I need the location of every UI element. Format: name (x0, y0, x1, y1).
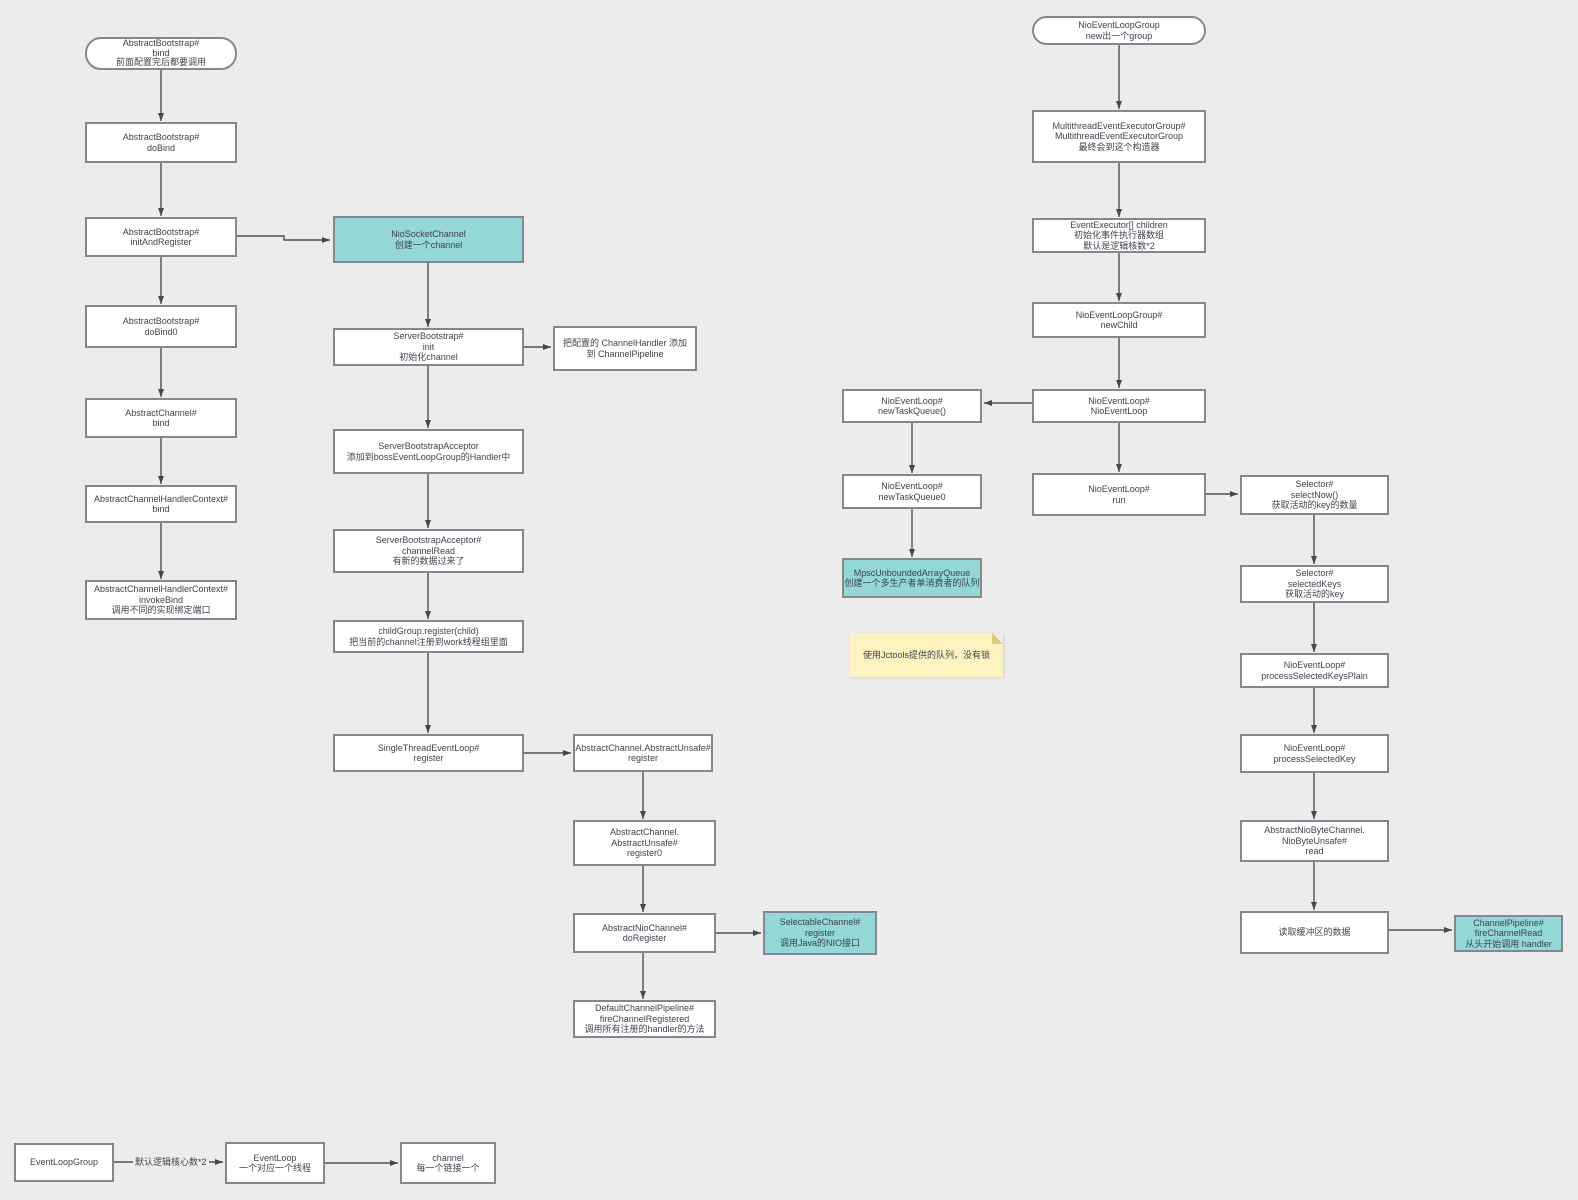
node-selector-selectedkeys: Selector# selectedKeys 获取活动的key (1240, 565, 1389, 603)
node-eventloopgroup: EventLoopGroup (14, 1143, 114, 1182)
node-abstractchannel-abstractunsafe-register0: AbstractChannel. AbstractUnsafe# registe… (573, 820, 716, 866)
node-abstractniobytechannel-read: AbstractNioByteChannel. NioByteUnsafe# r… (1240, 820, 1389, 862)
note-fold-corner (992, 633, 1003, 644)
node-defaultchannelpipeline-firechannelregistered: DefaultChannelPipeline# fireChannelRegis… (573, 1000, 716, 1038)
node-serverbootstrap-init: ServerBootstrap# init 初始化channel (333, 328, 524, 366)
node-eventloop: EventLoop 一个对应一个线程 (225, 1142, 325, 1184)
node-abstractchannelhandlercontext-bind: AbstractChannelHandlerContext# bind (85, 485, 237, 523)
note-jctools-text: 使用Jctools提供的队列，没有锁 (862, 649, 990, 660)
node-channel: channel 每一个链接一个 (400, 1142, 496, 1184)
node-mpscunboundedarrayqueue: MpscUnboundedArrayQueue 创建一个多生产者单消费者的队列 (842, 558, 982, 598)
node-abstractniochannel-doregister: AbstractNioChannel# doRegister (573, 913, 716, 953)
node-nioeventloop-processselectedkeysplain: NioEventLoop# processSelectedKeysPlain (1240, 653, 1389, 688)
note-jctools: 使用Jctools提供的队列，没有锁 (850, 633, 1003, 677)
node-abstractchannel-abstractunsafe-register: AbstractChannel.AbstractUnsafe# register (573, 734, 713, 772)
node-eventexecutor-children: EventExecutor[] children 初始化事件执行器数组 默认是逻… (1032, 218, 1206, 253)
node-selector-selectnow: Selector# selectNow() 获取活动的key的数量 (1240, 475, 1389, 515)
node-childgroup-register: childGroup.register(child) 把当前的channel注册… (333, 620, 524, 653)
node-abstractbootstrap-dobind0: AbstractBootstrap# doBind0 (85, 305, 237, 348)
edge-initandregister-to-niosocketchannel (237, 235, 330, 243)
node-abstractbootstrap-bind: AbstractBootstrap# bind 前面配置完后都要调用 (85, 37, 237, 70)
node-serverbootstrapacceptor-channelread: ServerBootstrapAcceptor# channelRead 有新的… (333, 529, 524, 573)
node-serverbootstrapacceptor: ServerBootstrapAcceptor 添加到bossEventLoop… (333, 429, 524, 474)
node-abstractchannel-bind: AbstractChannel# bind (85, 398, 237, 438)
node-nioeventloop-nioeventloop: NioEventLoop# NioEventLoop (1032, 389, 1206, 423)
node-selectablechannel-register: SelectableChannel# register 调用Java的NIO接口 (763, 911, 877, 955)
node-abstractbootstrap-initandregister: AbstractBootstrap# initAndRegister (85, 217, 237, 257)
node-niosocketchannel: NioSocketChannel 创建一个channel (333, 216, 524, 263)
node-nioeventloopgroup-newchild: NioEventLoopGroup# newChild (1032, 302, 1206, 338)
node-read-buffer: 读取缓冲区的数据 (1240, 911, 1389, 954)
node-add-channelhandler: 把配置的 ChannelHandler 添加 到 ChannelPipeline (553, 326, 697, 371)
node-nioeventloopgroup: NioEventLoopGroup new出一个group (1032, 16, 1206, 45)
node-nioeventloop-run: NioEventLoop# run (1032, 473, 1206, 516)
node-multithreadeventexecutorgroup: MultithreadEventExecutorGroup# Multithre… (1032, 110, 1206, 163)
node-abstractchannelhandlercontext-invokebind: AbstractChannelHandlerContext# invokeBin… (85, 580, 237, 620)
node-nioeventloop-processselectedkey: NioEventLoop# processSelectedKey (1240, 734, 1389, 773)
edge-label-default-cores: 默认逻辑核心数*2 (133, 1155, 209, 1168)
node-abstractbootstrap-dobind: AbstractBootstrap# doBind (85, 122, 237, 163)
node-channelpipeline-firechannelread: ChannelPipeline# fireChannelRead 从头开始调用 … (1454, 915, 1563, 952)
node-singlethreadeventloop-register: SingleThreadEventLoop# register (333, 734, 524, 772)
node-nioeventloop-newtaskqueue0: NioEventLoop# newTaskQueue0 (842, 474, 982, 509)
node-nioeventloop-newtaskqueue: NioEventLoop# newTaskQueue() (842, 389, 982, 423)
